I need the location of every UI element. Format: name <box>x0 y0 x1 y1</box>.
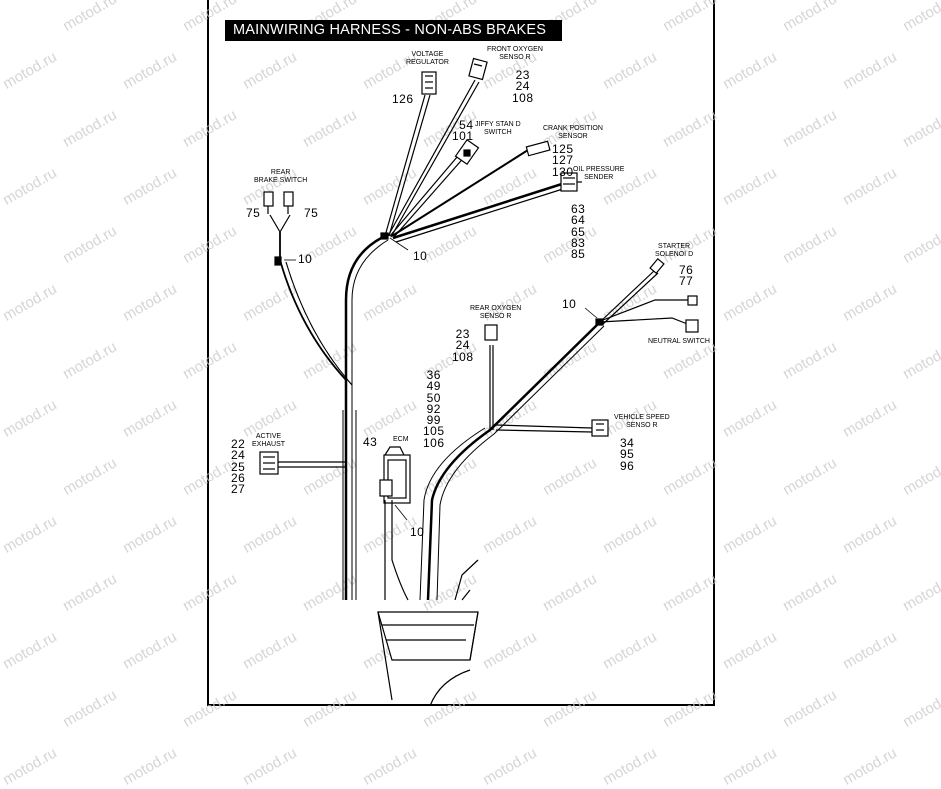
label-rear-oxygen-sensor: REAR OXYGEN SENSO R <box>470 305 522 320</box>
rear-oxygen-connector <box>484 324 498 341</box>
wire-active-exhaust <box>278 461 346 468</box>
parts-rear-brake-switch-right: 75 <box>304 206 319 220</box>
jiffy-stand-connector <box>454 138 480 166</box>
wire-crank-position <box>391 149 529 237</box>
main-trunk <box>344 234 386 600</box>
label-oil-pressure-sender: OIL PRESSURE SENDER <box>573 166 625 181</box>
brake-switch-right-connector <box>283 191 294 207</box>
label-jiffy-stand-switch: JIFFY STAN D SWITCH <box>475 121 521 136</box>
label-crank-position-sensor: CRANK POSITION SENSOR <box>543 125 603 140</box>
parts-voltage-regulator: 126 <box>392 92 414 106</box>
watermark-text: motod.ru <box>0 744 60 789</box>
watermark-text: motod.ru <box>240 744 300 789</box>
watermark-text: motod.ru <box>480 744 540 789</box>
parts-rear-brake-switch-left: 75 <box>246 206 261 220</box>
label-front-oxygen-sensor: FRONT OXYGEN SENSO R <box>487 46 543 61</box>
parts-crank-position-sensor: 125 127 130 <box>552 142 574 179</box>
parts-front-oxygen-sensor: 23 24 108 <box>512 68 534 105</box>
callout-brake-branch: 10 <box>298 252 313 266</box>
parts-rear-oxygen-sensor: 23 24 108 <box>452 327 474 364</box>
harness-drawing <box>259 57 699 706</box>
wire-jiffy-stand <box>389 149 464 237</box>
ecm-module <box>379 446 411 504</box>
label-voltage-regulator: VOLTAGE REGULATOR <box>406 51 449 66</box>
label-vehicle-speed-sensor: VEHICLE SPEED SENSO R <box>614 414 670 429</box>
label-rear-brake-switch: REAR BRAKE SWITCH <box>254 169 308 184</box>
label-neutral-switch: NEUTRAL SWITCH <box>648 338 710 345</box>
wire-voltage-regulator <box>384 94 426 237</box>
main-trunk-sleeve <box>342 410 357 600</box>
label-active-exhaust: ACTIVE EXHAUST <box>252 433 286 448</box>
wire-brake-switch <box>279 232 347 381</box>
label-starter-solenoid: STARTER SOLENOI D <box>655 243 694 258</box>
brake-switch-left-connector <box>263 191 274 207</box>
callout-main-junction: 10 <box>413 249 428 263</box>
wire-vehicle-speed <box>495 424 593 429</box>
callout-ecm-junction: 10 <box>410 525 425 539</box>
watermark-text: motod.ru <box>720 744 780 789</box>
right-trunk-sleeve <box>419 427 486 601</box>
wire-oil-pressure <box>392 181 566 240</box>
neutral-switch-connector <box>687 295 698 306</box>
parts-vehicle-speed-sensor: 34 95 96 <box>620 436 635 473</box>
front-oxygen-connector <box>468 57 488 81</box>
diagram-title: MAINWIRING HARNESS - NON-ABS BRAKES <box>225 20 562 41</box>
callout-right-junction: 10 <box>562 297 577 311</box>
wire-starter-solenoid <box>599 269 656 323</box>
label-ecm: ECM <box>393 436 409 443</box>
wire-neutral-switch <box>599 317 691 326</box>
parts-ecm-left: 43 <box>363 435 378 449</box>
parts-jiffy-stand-switch: 54 101 <box>452 118 474 144</box>
parts-starter-solenoid: 76 77 <box>679 263 694 289</box>
parts-ecm: 36 49 50 92 99 105 106 <box>423 368 445 450</box>
oil-pressure-connector <box>560 172 582 192</box>
watermark-text: motod.ru <box>120 744 180 789</box>
voltage-regulator-connector <box>421 71 437 95</box>
watermark-text: motod.ru <box>600 744 660 789</box>
wire-front-oxygen <box>387 79 476 237</box>
crank-position-connector <box>525 140 551 157</box>
vehicle-speed-connector <box>591 419 609 437</box>
right-trunk <box>426 321 601 601</box>
watermark-text: motod.ru <box>360 744 420 789</box>
diagram-sheet <box>207 0 715 706</box>
wire-ecm <box>384 500 409 601</box>
frame-bottom <box>377 559 479 706</box>
parts-oil-pressure-sender: 63 64 65 83 85 <box>571 202 586 262</box>
parts-active-exhaust: 22 24 25 26 27 <box>231 437 246 497</box>
watermark-text: motod.ru <box>840 744 900 789</box>
